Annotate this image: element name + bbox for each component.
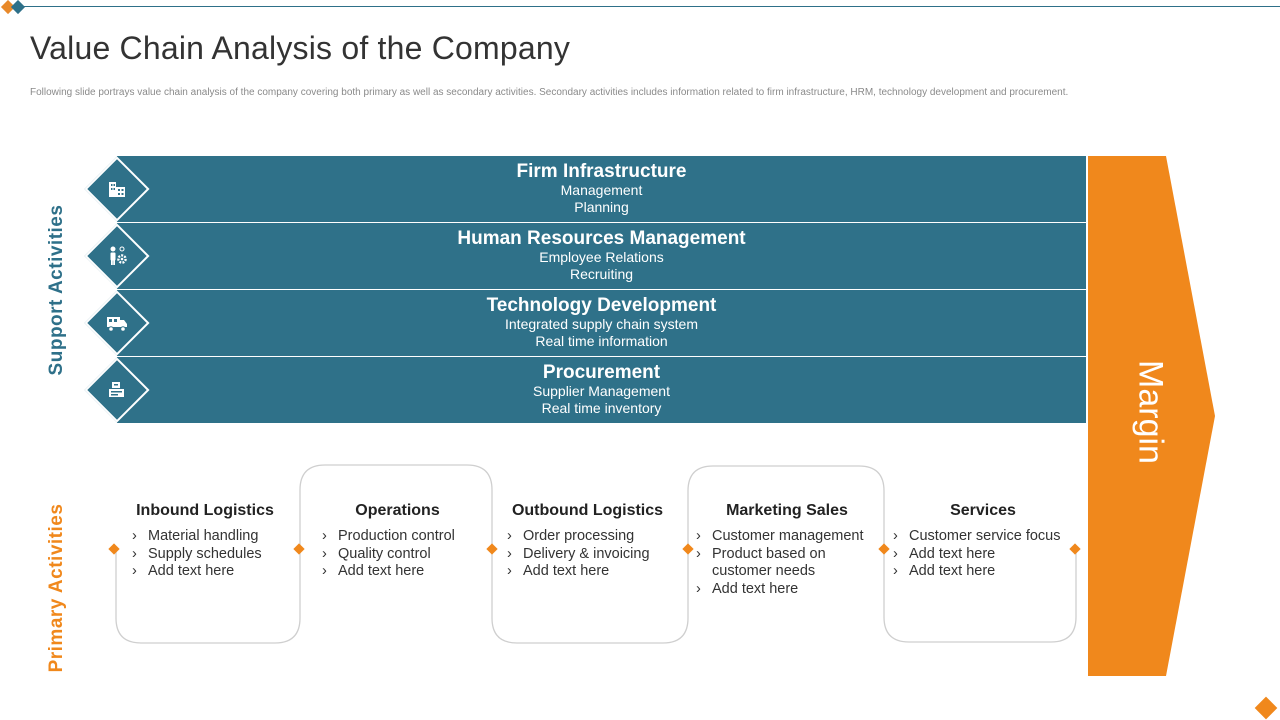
person-gear-icon [84,223,150,289]
flow-diamond [293,543,305,555]
support-bar-line: Recruiting [569,266,634,282]
activity-item: Order processing [505,528,670,546]
primary-activity-outbound-logistics: Outbound Logistics Order processing Deli… [505,502,670,581]
support-bar-line: Planning [574,199,629,215]
support-bar-technology-development: Technology Development Integrated supply… [117,290,1086,356]
margin-label: Margin [1131,360,1170,464]
primary-activity-operations: Operations Production control Quality co… [320,502,475,581]
activity-item: Delivery & invoicing [505,546,670,564]
flow-diamond [878,543,890,555]
activity-item: Material handling [130,528,280,546]
activity-item: Product based on customer needs [694,546,844,581]
building-icon [84,156,150,222]
activity-list: Order processing Delivery & invoicing Ad… [505,528,670,581]
support-bar-line: Real time inventory [541,400,662,416]
activity-title: Services [950,502,1016,519]
activity-title: Outbound Logistics [511,502,664,519]
top-diamond-teal [10,0,26,15]
activity-title: Operations [355,502,440,519]
activity-list: Customer management Product based on cus… [694,528,880,598]
truck-icon [84,290,150,356]
primary-activity-marketing-sales: Marketing Sales Customer management Prod… [694,502,880,598]
support-bar-title: Firm Infrastructure [516,161,687,182]
support-bar-title: Human Resources Management [457,228,746,249]
support-bar-title: Technology Development [486,295,717,316]
activity-item: Add text here [891,563,1075,581]
bottom-right-diamond [1254,696,1278,720]
activity-item: Add text here [891,546,1075,564]
activity-item: Add text here [505,563,670,581]
box-icon [84,357,150,423]
support-bar-line: Supplier Management [533,383,670,399]
support-bar-line: Management [560,182,643,198]
flow-diamond [108,543,120,555]
activity-item: Add text here [694,581,880,599]
page-subtitle: Following slide portrays value chain ana… [30,87,1069,98]
activity-item: Add text here [320,563,475,581]
activity-item: Customer service focus [891,528,1075,546]
support-bar-line: Integrated supply chain system [505,316,698,332]
primary-activity-services: Services Customer service focus Add text… [891,502,1075,581]
activity-item: Quality control [320,546,475,564]
activity-list: Customer service focus Add text here Add… [891,528,1075,581]
support-bar-line: Employee Relations [539,249,664,265]
activity-title: Marketing Sales [726,502,848,519]
margin-arrow [1088,156,1215,676]
flow-diamond [682,543,694,555]
page-title: Value Chain Analysis of the Company [30,30,571,66]
activity-item: Production control [320,528,475,546]
support-activities-label: Support Activities [46,204,67,376]
activity-item: Add text here [130,563,280,581]
activity-list: Production control Quality control Add t… [320,528,475,581]
primary-activity-inbound-logistics: Inbound Logistics Material handling Supp… [130,502,280,581]
top-rule [22,6,1280,7]
activity-item: Supply schedules [130,546,280,564]
activity-list: Material handling Supply schedules Add t… [130,528,280,581]
primary-activities-label: Primary Activities [46,503,67,673]
activity-title: Inbound Logistics [136,502,274,519]
activity-item: Customer management [694,528,880,546]
flow-diamond [486,543,498,555]
support-bar-procurement: Procurement Supplier Management Real tim… [117,357,1086,423]
support-bar-hrm: Human Resources Management Employee Rela… [117,223,1086,289]
support-bar-title: Procurement [542,362,661,383]
support-bar-line: Real time information [535,333,668,349]
support-bar-firm-infrastructure: Firm Infrastructure Management Planning [117,156,1086,222]
